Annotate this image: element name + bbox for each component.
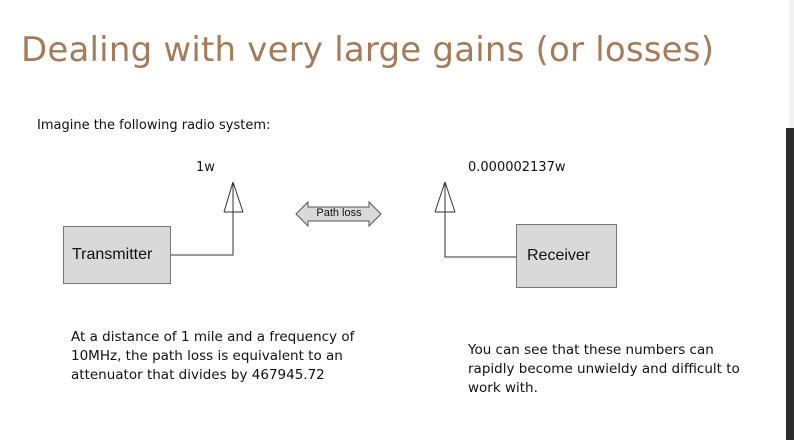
receiver-feed-line — [444, 212, 516, 258]
transmitter-feed-line — [171, 212, 234, 256]
path-loss-label: Path loss — [316, 207, 362, 219]
receiver-label: Receiver — [527, 247, 591, 264]
intro-text: Imagine the following radio system: — [37, 118, 271, 133]
path-loss-note: At a distance of 1 mile and a frequency … — [71, 329, 355, 383]
window-edge — [789, 0, 794, 128]
tx-power-label: 1w — [196, 160, 215, 175]
transmitter-antenna-icon — [223, 181, 244, 213]
transmitter-label: Transmitter — [72, 246, 153, 263]
path-loss-arrow — [295, 200, 382, 228]
transmitter-box: Transmitter — [63, 226, 171, 284]
receiver-antenna-icon — [434, 181, 456, 213]
slide-title: Dealing with very large gains (or losses… — [21, 30, 715, 70]
receiver-box: Receiver — [516, 224, 617, 288]
window-edge-dark — [786, 128, 794, 440]
unwieldy-numbers-note: You can see that these numbers can rapid… — [468, 342, 740, 396]
rx-power-label: 0.000002137w — [468, 160, 566, 175]
